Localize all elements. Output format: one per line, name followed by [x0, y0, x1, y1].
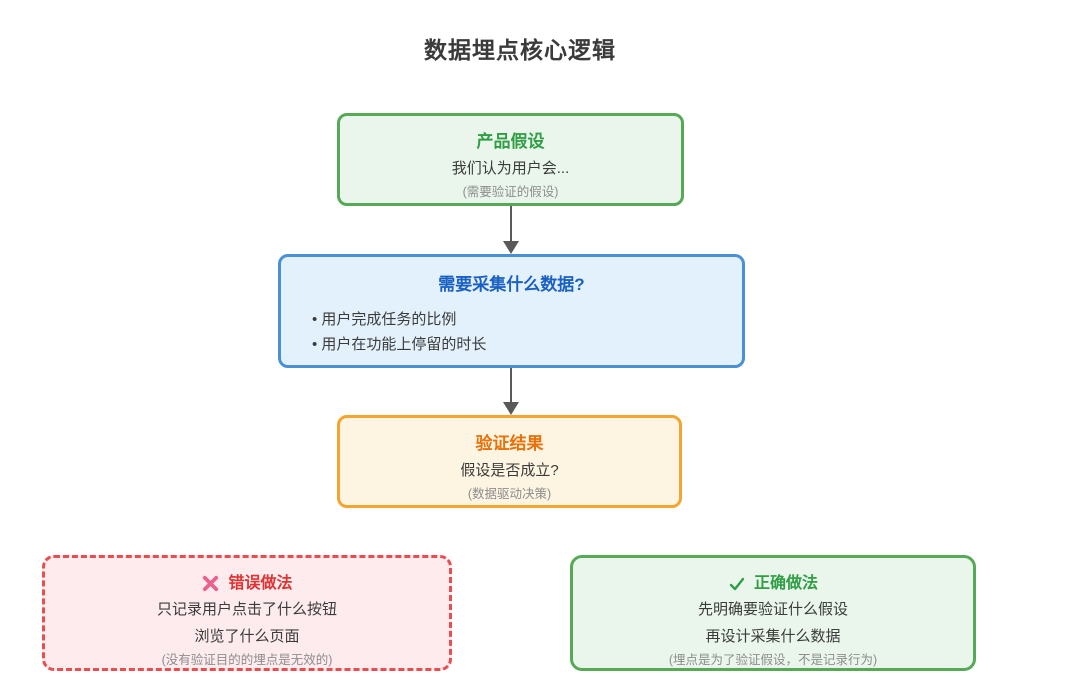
page-title: 数据埋点核心逻辑	[424, 37, 616, 63]
bullet-item: • 用户完成任务的比例	[312, 311, 457, 328]
wrong-practice-title: 错误做法	[228, 575, 293, 592]
wrong-practice-note: (没有验证目的的埋点是无效的)	[161, 653, 333, 667]
right-practice-title: 正确做法	[753, 575, 818, 592]
right-practice-title-row: 正确做法	[573, 571, 973, 596]
right-practice-note: (埋点是为了验证假设，不是记录行为)	[668, 653, 878, 667]
step2-bullet-list: • 用户完成任务的比例 • 用户在功能上停留的时长	[281, 307, 742, 357]
arrow-down-icon	[503, 241, 519, 254]
step3-body: 假设是否成立?	[460, 462, 559, 479]
step1-note: (需要验证的假设)	[462, 185, 559, 199]
step1-title: 产品假设	[476, 132, 545, 151]
x-icon	[203, 575, 219, 592]
wrong-practice-line: 只记录用户点击了什么按钮	[156, 601, 337, 618]
right-practice-line: 先明确要验证什么假设	[697, 601, 848, 618]
bullet-item: • 用户在功能上停留的时长	[312, 336, 487, 353]
step3-note: (数据驱动决策)	[467, 487, 552, 501]
flow-arrow-2	[503, 368, 519, 415]
wrong-practice-box: 错误做法 只记录用户点击了什么按钮 浏览了什么页面 (没有验证目的的埋点是无效的…	[42, 555, 452, 671]
step2-title: 需要采集什么数据?	[438, 275, 585, 294]
wrong-practice-line: 浏览了什么页面	[194, 628, 300, 645]
wrong-practice-title-row: 错误做法	[45, 571, 449, 596]
right-practice-line: 再设计采集什么数据	[705, 628, 841, 645]
arrow-line	[509, 368, 513, 403]
step3-title: 验证结果	[475, 434, 544, 453]
arrow-down-icon	[503, 402, 519, 415]
step1-body: 我们认为用户会...	[451, 160, 570, 177]
flow-step-product-hypothesis: 产品假设 我们认为用户会... (需要验证的假设)	[337, 113, 684, 206]
flow-arrow-1	[503, 206, 519, 254]
check-icon	[729, 577, 745, 590]
flow-step-verify-result: 验证结果 假设是否成立? (数据驱动决策)	[337, 415, 682, 508]
right-practice-box: 正确做法 先明确要验证什么假设 再设计采集什么数据 (埋点是为了验证假设，不是记…	[570, 555, 976, 671]
flow-step-data-to-collect: 需要采集什么数据? • 用户完成任务的比例 • 用户在功能上停留的时长	[278, 254, 745, 368]
arrow-line	[509, 206, 513, 242]
